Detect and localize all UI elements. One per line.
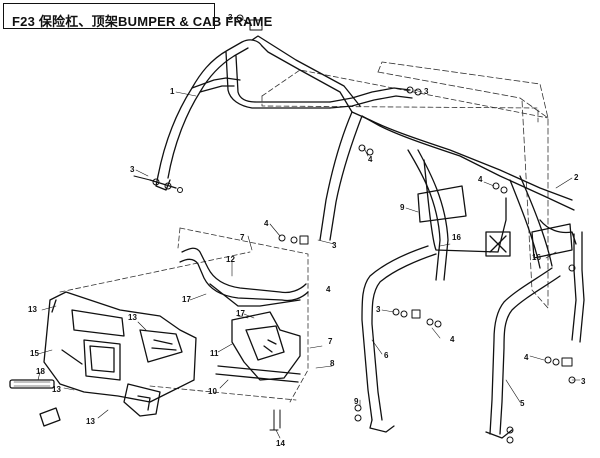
callout-10: 10	[208, 387, 217, 396]
callout-4: 4	[524, 353, 529, 362]
callout-17: 17	[236, 309, 245, 318]
callout-12: 12	[226, 255, 235, 264]
front-bumper-panel	[43, 291, 197, 417]
title-box: F23 保险杠、顶架BUMPER & CAB FRAME	[3, 3, 272, 29]
callout-4: 4	[264, 219, 269, 228]
callout-13: 13	[86, 417, 95, 426]
callout-3: 3	[332, 241, 337, 250]
bumper-assembly-box	[59, 227, 309, 403]
roof-cross-brace	[251, 35, 413, 113]
callout-3: 3	[228, 13, 233, 22]
rear-bracket-plate-left	[417, 185, 511, 257]
badge-part	[39, 407, 61, 427]
callout-3: 3	[376, 305, 381, 314]
leader-lines	[37, 17, 581, 439]
roof-plane-dashed	[261, 69, 549, 123]
callout-16: 16	[452, 233, 461, 242]
diagram-title: F23 保险杠、顶架BUMPER & CAB FRAME	[12, 14, 273, 29]
callout-15: 15	[30, 349, 39, 358]
bolt-cluster-left	[133, 175, 183, 193]
callout-14: 14	[276, 439, 285, 448]
callout-9: 9	[354, 397, 359, 406]
front-roll-bar	[149, 39, 331, 191]
callout-16: 16	[532, 253, 541, 262]
bolt-cluster-right	[492, 182, 576, 384]
bolt-cluster-top	[236, 14, 263, 31]
left-side-bar	[361, 245, 437, 433]
callout-17: 17	[182, 295, 191, 304]
callout-3: 3	[130, 165, 135, 174]
cfmoto-emblem	[9, 379, 55, 389]
bumper-bracket	[231, 311, 301, 381]
callout-4: 4	[326, 285, 331, 294]
callout-labels: 1 2 3 3 3 3 3 3 4 4 4 4 4 4 5 6 7 7 8 9 …	[28, 13, 586, 448]
front-bumper-tube	[179, 247, 309, 307]
callout-3: 3	[581, 377, 586, 386]
callout-13: 13	[128, 313, 137, 322]
lower-mounting-rod	[215, 365, 301, 383]
callout-2: 2	[574, 173, 579, 182]
callout-5: 5	[520, 399, 525, 408]
callout-18: 18	[36, 367, 45, 376]
callout-3: 3	[424, 87, 429, 96]
bolt-cluster-bottom	[269, 404, 514, 444]
callout-4: 4	[368, 155, 373, 164]
bolt-cluster-left-side	[392, 308, 442, 328]
callout-13: 13	[52, 385, 61, 394]
callout-1: 1	[170, 87, 175, 96]
rear-bracket-plate-right	[531, 223, 573, 259]
callout-6: 6	[384, 351, 389, 360]
callout-7: 7	[240, 233, 245, 242]
callout-13: 13	[28, 305, 37, 314]
bolt-cluster-mid	[278, 234, 309, 245]
bolt-cluster-rear-top	[358, 86, 422, 156]
callout-7: 7	[328, 337, 333, 346]
rear-roll-bar	[319, 111, 577, 281]
callout-8: 8	[330, 359, 335, 368]
callout-11: 11	[210, 349, 219, 358]
callout-9: 9	[400, 203, 405, 212]
callout-4: 4	[478, 175, 483, 184]
callout-4: 4	[450, 335, 455, 344]
right-side-bar	[485, 231, 585, 439]
cab-outline-dashed	[377, 61, 549, 309]
